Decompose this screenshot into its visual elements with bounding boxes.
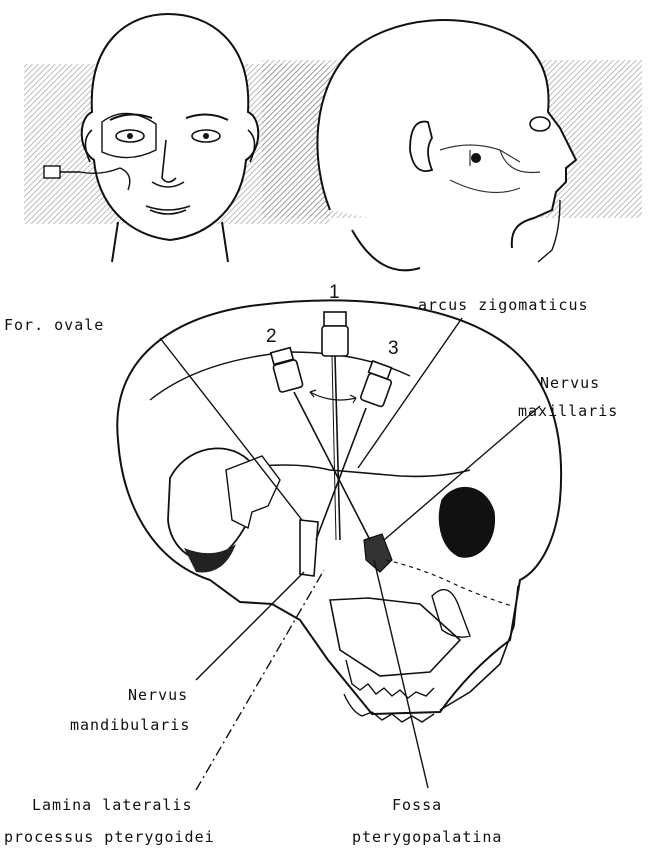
skull-pterygoid-plate [300, 520, 318, 576]
profile-ear [410, 122, 432, 172]
label-fossa-line2: pterygopalatina [352, 828, 502, 846]
label-fossa-line1: Fossa [392, 796, 442, 814]
label-arcus-zigomaticus: arcus zigomaticus [418, 296, 589, 314]
label-nervus-maxillaris-line2: maxillaris [518, 402, 618, 420]
profile-face-view [262, 20, 642, 270]
frontal-needle-hub-icon [44, 166, 60, 178]
label-lamina-lateralis-line1: Lamina lateralis [32, 796, 193, 814]
profile-head-outline [317, 20, 576, 270]
label-for-ovale: For. ovale [4, 316, 104, 334]
needle-number-1: 1 [329, 282, 340, 304]
label-nervus-mandibularis-line2: mandibularis [70, 716, 190, 734]
label-nervus-mandibularis-line1: Nervus [128, 686, 188, 704]
needle-number-3: 3 [388, 338, 399, 360]
label-lamina-lateralis-line2: processus pterygoidei [4, 828, 215, 846]
skull-mastoid [439, 488, 494, 558]
label-nervus-maxillaris-line1: Nervus [540, 374, 600, 392]
needle-number-2: 2 [266, 326, 277, 348]
